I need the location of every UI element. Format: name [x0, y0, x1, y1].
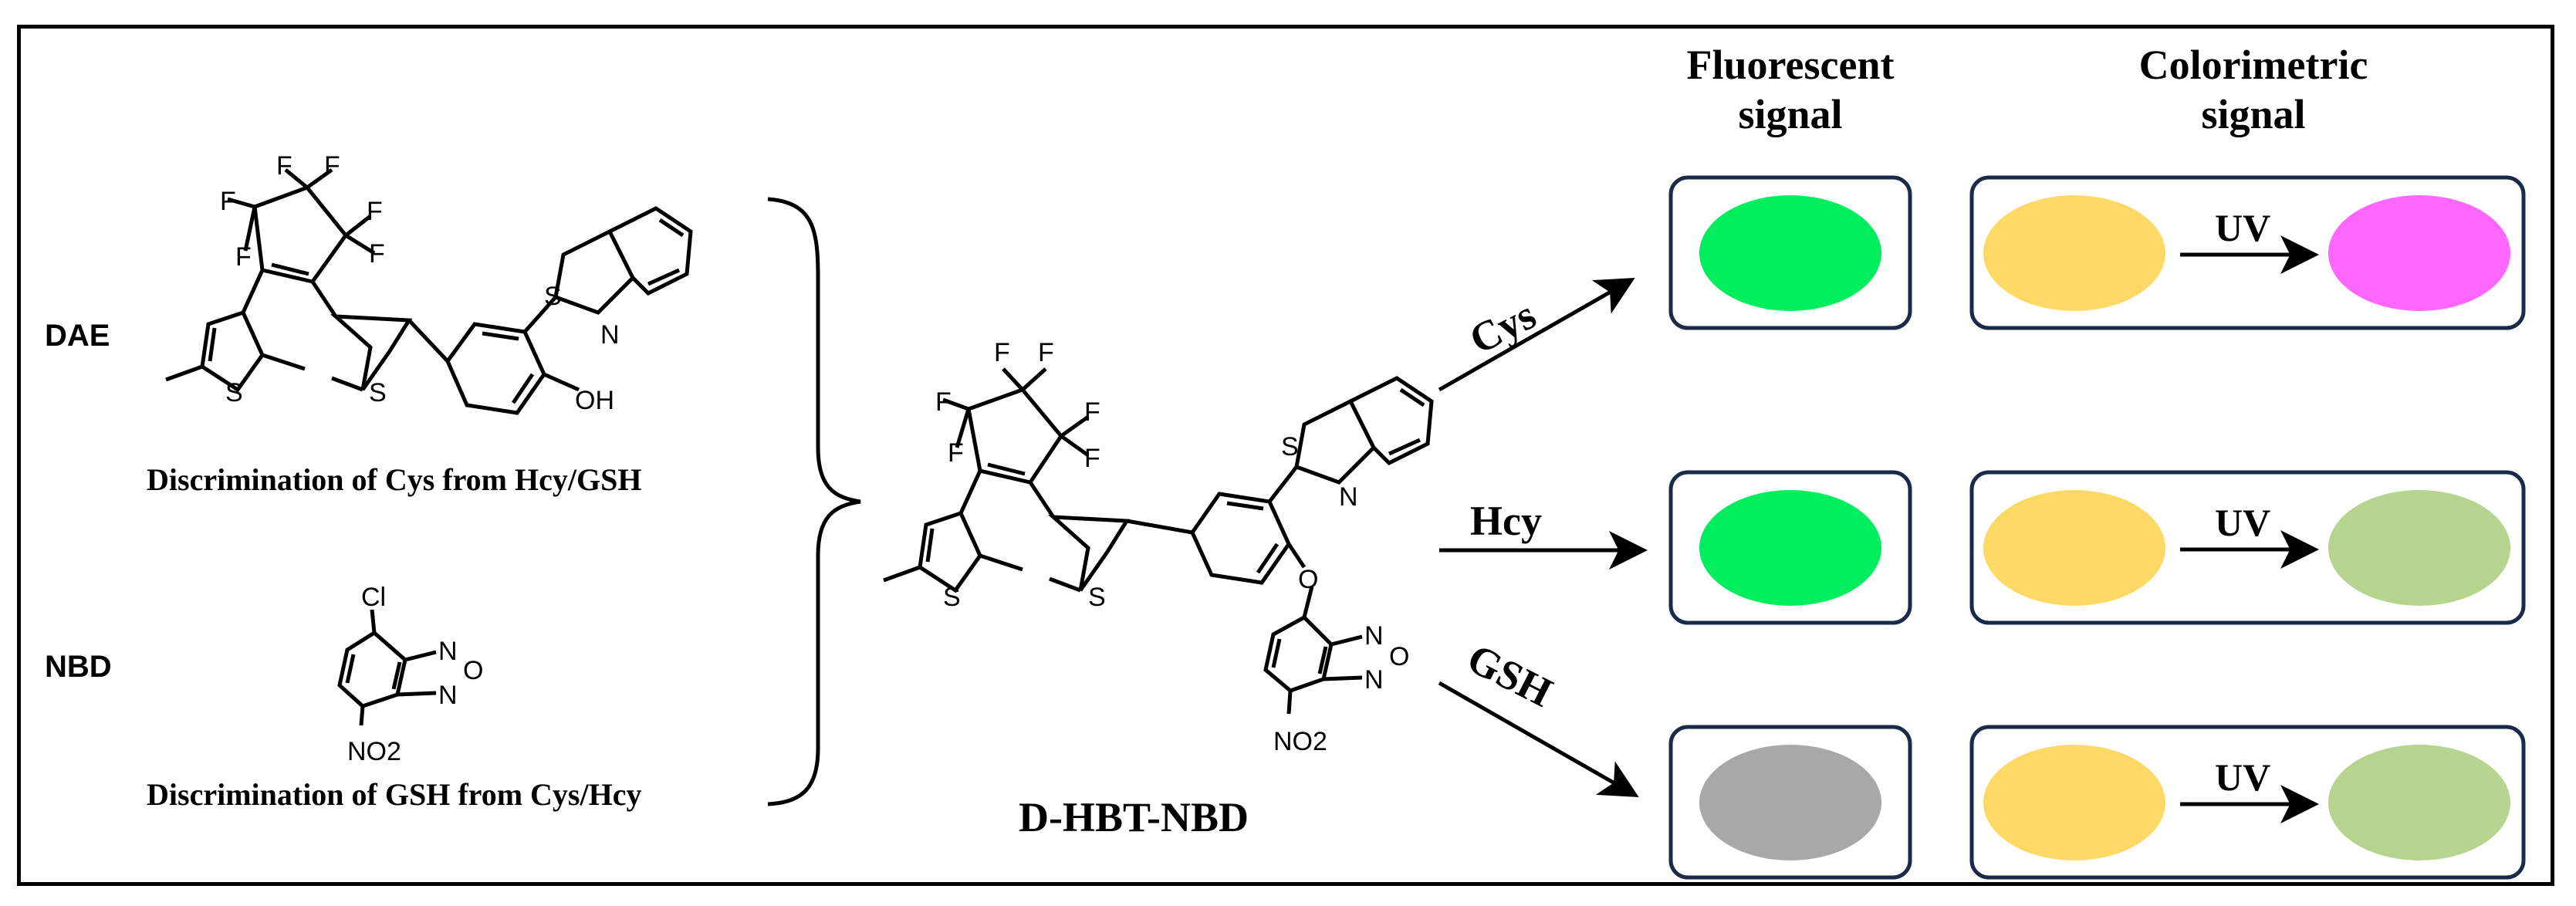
dae-n1: N — [600, 320, 620, 350]
color-box-gsh — [1969, 725, 2526, 880]
nbd-caption: Discrimination of GSH from Cys/Hcy — [147, 777, 642, 812]
dae-f4: F — [324, 151, 340, 181]
dae-s3: S — [544, 282, 562, 311]
label-cys: Cys — [1462, 291, 1543, 363]
probe-structure — [883, 367, 1434, 715]
probe-f4: F — [1038, 338, 1054, 367]
header-fluorescent-line2: signal — [1738, 91, 1843, 137]
nbd-n2: N — [438, 681, 458, 710]
dae-structure — [165, 167, 693, 415]
nbd-structure — [337, 609, 437, 726]
arrow-gsh — [1438, 681, 1639, 797]
nbd-label: NBD — [45, 650, 112, 684]
figure-frame — [17, 25, 2554, 886]
dae-f2: F — [235, 242, 252, 272]
probe-o2: O — [1389, 642, 1409, 671]
header-fluorescent-line1: Fluorescent — [1686, 42, 1895, 88]
arrow-cys — [1438, 278, 1635, 392]
dae-f6: F — [369, 239, 385, 269]
fluor-box-hcy — [1668, 470, 1912, 625]
probe-s2: S — [1088, 583, 1106, 612]
color-after-hcy — [2328, 490, 2510, 606]
uv-label-gsh: UV — [2215, 756, 2270, 799]
color-after-gsh — [2328, 745, 2510, 860]
dae-caption: Discrimination of Cys from Hcy/GSH — [147, 462, 642, 497]
dae-f1: F — [220, 187, 236, 216]
header-colorimetric-line1: Colorimetric — [2138, 42, 2368, 88]
merge-brace — [767, 197, 861, 806]
probe-o: O — [1298, 565, 1318, 594]
dae-s1: S — [225, 378, 243, 407]
dae-label: DAE — [45, 319, 110, 353]
uv-label-cys: UV — [2215, 206, 2270, 249]
probe-f1: F — [935, 387, 952, 417]
probe-f5: F — [1084, 397, 1100, 427]
dae-s2: S — [369, 378, 387, 407]
label-hcy: Hcy — [1470, 498, 1542, 544]
probe-name: D-HBT-NBD — [1019, 794, 1249, 840]
dae-oh: OH — [575, 386, 614, 415]
probe-f6: F — [1084, 444, 1100, 473]
probe-n2: N — [1364, 621, 1384, 651]
probe-s1: S — [943, 583, 961, 612]
fluor-spot-cys — [1699, 195, 1881, 311]
header-colorimetric: Colorimetric signal — [2099, 40, 2408, 139]
uv-label-hcy: UV — [2215, 501, 2270, 544]
color-before-gsh — [1983, 745, 2165, 860]
probe-no2: NO2 — [1273, 727, 1327, 756]
fluor-box-cys — [1668, 175, 1912, 330]
fluor-spot-hcy — [1699, 490, 1881, 606]
probe-n1: N — [1339, 482, 1358, 512]
probe-s3: S — [1281, 432, 1299, 461]
probe-f3: F — [994, 338, 1010, 367]
color-before-hcy — [1983, 490, 2165, 606]
header-colorimetric-line2: signal — [2201, 91, 2306, 137]
header-fluorescent: Fluorescent signal — [1644, 40, 1937, 139]
nbd-o: O — [463, 656, 483, 685]
dae-f5: F — [367, 197, 383, 226]
color-box-cys — [1969, 175, 2526, 330]
color-after-cys — [2328, 195, 2510, 311]
dae-f3: F — [276, 151, 292, 181]
color-before-cys — [1983, 195, 2165, 311]
probe-n3: N — [1364, 665, 1384, 695]
fluor-box-gsh — [1668, 725, 1912, 880]
probe-f2: F — [948, 438, 964, 468]
color-box-hcy — [1969, 470, 2526, 625]
nbd-n1: N — [438, 637, 458, 666]
nbd-cl: Cl — [361, 583, 386, 612]
nbd-no2: NO2 — [347, 737, 401, 766]
fluor-spot-gsh — [1699, 745, 1881, 860]
